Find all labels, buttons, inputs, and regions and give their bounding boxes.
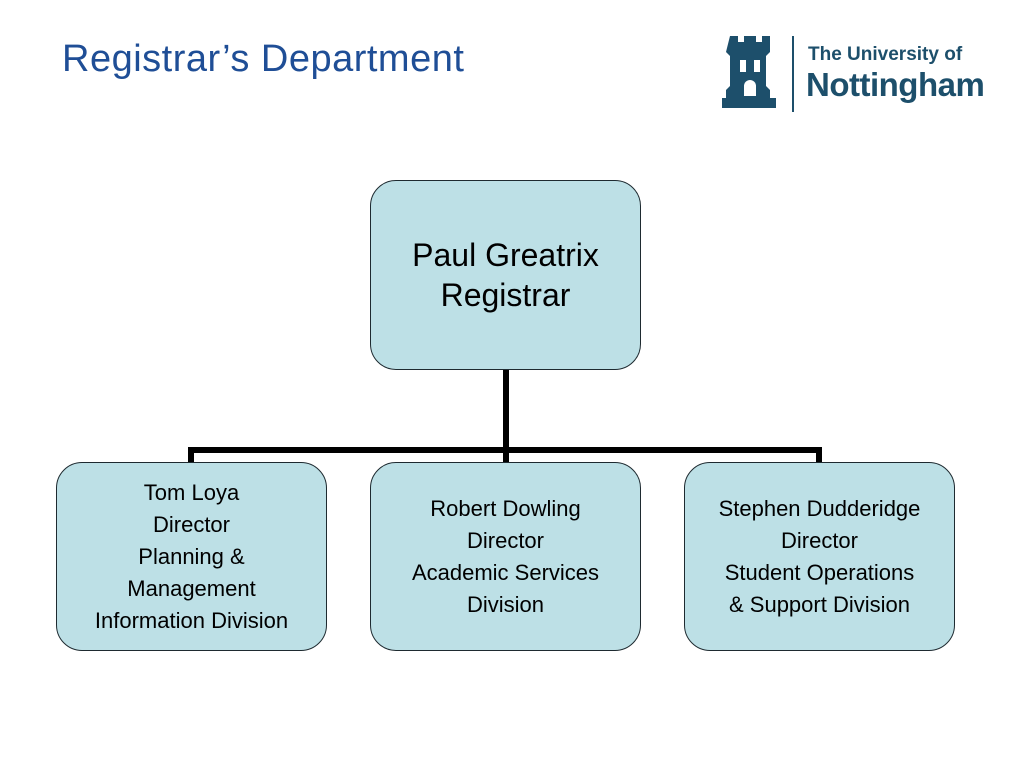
node-text-line: Student Operations bbox=[724, 559, 915, 585]
org-node-registrar: Paul Greatrix Registrar bbox=[370, 180, 641, 370]
university-logo: The University of Nottingham bbox=[722, 34, 992, 114]
page-title: Registrar’s Department bbox=[62, 38, 465, 80]
logo-text-line1: The University of bbox=[808, 44, 963, 65]
node-text-line: & Support Division bbox=[729, 591, 910, 617]
logo-text-line2: Nottingham bbox=[806, 66, 985, 103]
node-text-line: Stephen Dudderidge bbox=[718, 495, 921, 521]
node-text-line: Director bbox=[466, 527, 544, 553]
node-text-line: Management bbox=[127, 575, 256, 601]
node-text-line: Robert Dowling bbox=[430, 495, 581, 521]
node-text-line: Information Division bbox=[94, 607, 289, 633]
node-text-line: Tom Loya bbox=[143, 479, 240, 505]
node-text-line: Director bbox=[780, 527, 858, 553]
node-text-line: Academic Services bbox=[411, 559, 600, 585]
castle-tower-icon bbox=[722, 36, 776, 108]
node-text-line: Registrar bbox=[440, 277, 571, 313]
node-text-line: Planning & bbox=[138, 543, 245, 569]
node-text-line: Paul Greatrix bbox=[412, 237, 599, 273]
org-node-academic-services: Robert Dowling Director Academic Service… bbox=[370, 462, 641, 651]
org-node-student-operations: Stephen Dudderidge Director Student Oper… bbox=[684, 462, 955, 651]
org-node-planning-management: Tom Loya Director Planning & Management … bbox=[56, 462, 327, 651]
logo-divider bbox=[792, 36, 794, 112]
node-text-line: Division bbox=[466, 591, 545, 617]
node-text-line: Director bbox=[152, 511, 230, 537]
